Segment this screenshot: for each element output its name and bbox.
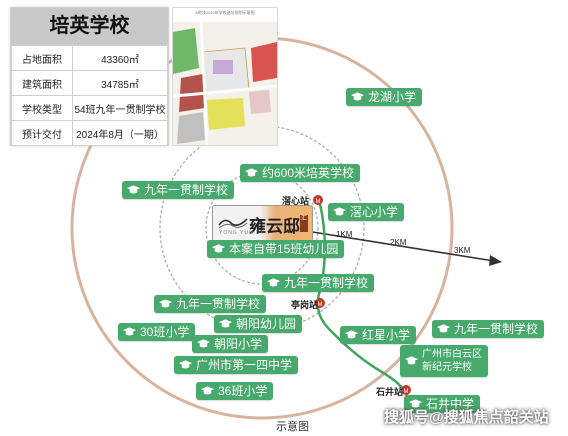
tag-30ban-school[interactable]: 30班小学 <box>118 323 196 341</box>
tag-jiaoxin-school[interactable]: 滘心小学 <box>328 203 405 221</box>
tag-label: 龙湖小学 <box>368 90 417 104</box>
tag-label-block: 广州市白云区 新纪元学校 <box>422 348 482 374</box>
graduation-cap-icon <box>211 244 226 253</box>
card-value: 54班九年一贯制学校 <box>72 95 168 121</box>
svg-text:M: M <box>318 302 323 308</box>
card-key: 学校类型 <box>11 95 73 121</box>
tag-label: 广州市第一四中学 <box>196 358 293 372</box>
ring-2km <box>159 125 365 331</box>
svg-text:M: M <box>404 389 409 395</box>
tag-hongxing-school[interactable]: 红星小学 <box>340 326 417 344</box>
station-marker-tinggang: M <box>315 298 325 308</box>
tag-label-line1: 广州市白云区 <box>422 349 482 360</box>
station-label-tinggang: 亭岗站 <box>291 300 319 310</box>
project-logo-icon <box>218 218 248 229</box>
tag-label-line2: 新纪元学校 <box>422 362 472 373</box>
tag-label: 朝阳小学 <box>214 337 263 351</box>
tag-no14-middle-school[interactable]: 广州市第一四中学 <box>174 356 299 374</box>
tag-jiunian-school-middle[interactable]: 九年一贯制学校 <box>262 274 375 292</box>
graduation-cap-icon <box>178 360 193 369</box>
station-label-shijing: 石井站 <box>376 387 404 397</box>
tag-label: 九年一贯制学校 <box>144 183 229 197</box>
graduation-cap-icon <box>196 339 211 348</box>
project-marker[interactable]: 雍云邸 YONG YUN DI 汇 <box>212 205 313 242</box>
graduation-cap-icon <box>404 356 419 365</box>
tag-label: 36班小学 <box>218 384 268 398</box>
graduation-cap-icon <box>126 185 141 194</box>
graduation-cap-icon <box>244 168 259 177</box>
tag-label: 滘心小学 <box>350 205 399 219</box>
tag-label: 九年一贯制学校 <box>176 297 261 311</box>
tag-label: 朝阳幼儿园 <box>236 317 297 331</box>
tag-label: 九年一贯制学校 <box>454 322 539 336</box>
tag-shijing-middle-school[interactable]: 石井中学 <box>404 395 481 413</box>
station-marker-jiaoxin: M <box>313 195 323 205</box>
svg-text:M: M <box>316 199 321 205</box>
distance-arrow <box>299 229 495 262</box>
graduation-cap-icon <box>350 92 365 101</box>
plan-caption: A地块2023年学校选址规划示意图 <box>195 10 255 15</box>
project-name: 雍云邸 <box>249 217 300 236</box>
tag-label: 石井中学 <box>426 397 475 411</box>
card-value: 34785㎡ <box>72 70 168 96</box>
card-title: 培英学校 <box>11 8 168 45</box>
graduation-cap-icon <box>218 319 233 328</box>
graduation-cap-icon <box>344 330 359 339</box>
tag-label: 30班小学 <box>140 325 190 339</box>
graduation-cap-icon <box>266 278 281 287</box>
card-value: 43360㎡ <box>72 45 168 71</box>
site-plan-image: A地块2023年学校选址规划示意图 <box>172 7 278 146</box>
graduation-cap-icon <box>332 207 347 216</box>
project-badge: 汇 <box>300 215 308 232</box>
map-caption: 示意图 <box>276 421 309 433</box>
metro-line <box>316 203 410 399</box>
tag-jiunian-school-topleft[interactable]: 九年一贯制学校 <box>122 181 235 199</box>
tag-longhu-school[interactable]: 龙湖小学 <box>346 88 423 106</box>
graduation-cap-icon <box>408 399 423 408</box>
card-key: 建筑面积 <box>11 70 73 96</box>
tag-chaoyang-school[interactable]: 朝阳小学 <box>192 335 269 353</box>
station-label-jiaoxin: 滘心站 <box>282 196 310 206</box>
site-plan-drawing <box>173 21 277 145</box>
distance-label-2km: 2KM <box>390 238 407 247</box>
tag-label: 本案自带15班幼儿园 <box>229 242 339 256</box>
tag-36ban-school[interactable]: 36班小学 <box>196 382 274 400</box>
tag-label: 九年一贯制学校 <box>284 276 369 290</box>
tag-chaoyang-kindergarten[interactable]: 朝阳幼儿园 <box>214 315 303 333</box>
distance-label-1km: 1KM <box>336 230 353 239</box>
card-value: 2024年8月（一期） <box>72 120 168 146</box>
graduation-cap-icon <box>158 299 173 308</box>
graduation-cap-icon <box>122 327 137 336</box>
tag-peiying-school[interactable]: 约600米培英学校 <box>240 164 361 182</box>
tag-kindergarten[interactable]: 本案自带15班幼儿园 <box>207 240 345 258</box>
tag-xinjiyuan-school[interactable]: 广州市白云区 新纪元学校 <box>400 345 488 377</box>
tag-label: 约600米培英学校 <box>262 166 355 180</box>
tag-label: 红星小学 <box>362 328 411 342</box>
distance-label-3km: 3KM <box>454 246 471 255</box>
card-key: 预计交付 <box>11 120 73 146</box>
graduation-cap-icon <box>436 324 451 333</box>
arrow-head <box>489 255 502 266</box>
watermark: 搜狐号@搜狐焦点韶关站 <box>384 409 549 426</box>
graduation-cap-icon <box>200 386 215 395</box>
station-marker-shijing: M <box>401 385 411 395</box>
tag-jiunian-school-left[interactable]: 九年一贯制学校 <box>154 295 267 313</box>
card-key: 占地面积 <box>11 45 73 71</box>
project-subtitle: YONG YUN DI <box>219 230 263 236</box>
tag-jiunian-school-right[interactable]: 九年一贯制学校 <box>432 320 545 338</box>
